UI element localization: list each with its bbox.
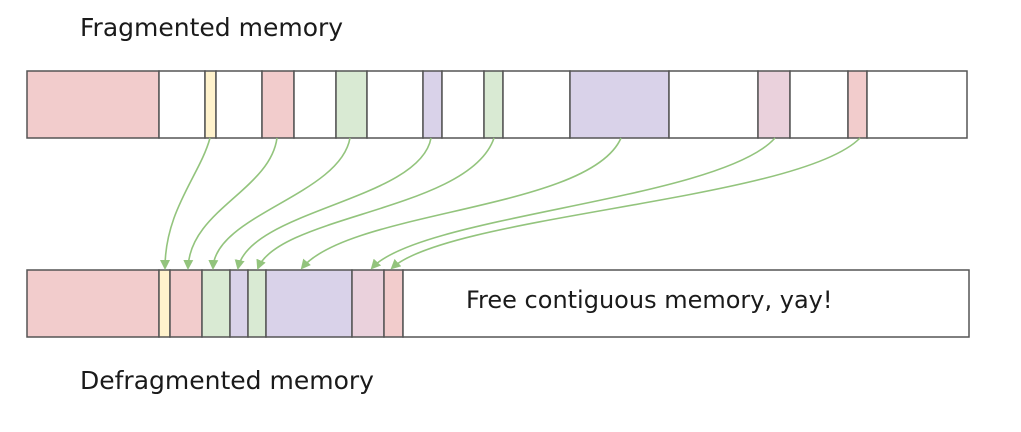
defragmented-memory-label: Defragmented memory bbox=[80, 366, 374, 395]
fragmented-memory-bar bbox=[26, 70, 968, 139]
fragmented-block-free bbox=[158, 70, 206, 139]
fragmented-block-red bbox=[847, 70, 868, 139]
fragmented-block-free bbox=[789, 70, 849, 139]
fragmented-block-yellow bbox=[204, 70, 217, 139]
fragmented-memory-label: Fragmented memory bbox=[80, 13, 344, 42]
relocation-arrow bbox=[390, 137, 861, 270]
defragmented-block-green bbox=[247, 269, 267, 338]
relocation-arrow bbox=[300, 137, 622, 270]
relocation-arrow bbox=[234, 137, 432, 270]
fragmented-block-free bbox=[293, 70, 337, 139]
fragmented-block-pink bbox=[757, 70, 791, 139]
defragmented-block-red bbox=[26, 269, 160, 338]
fragmented-block-purple bbox=[569, 70, 670, 139]
defragmented-block-pink bbox=[351, 269, 385, 338]
free-contiguous-memory-label: Free contiguous memory, yay! bbox=[466, 286, 833, 314]
defragmented-memory-bar bbox=[26, 269, 970, 338]
fragmented-block-red bbox=[261, 70, 295, 139]
relocation-arrows bbox=[160, 137, 861, 270]
fragmented-block-green bbox=[483, 70, 504, 139]
defragmented-block-red bbox=[169, 269, 203, 338]
defragmented-block-purple bbox=[265, 269, 353, 338]
fragmented-block-purple bbox=[422, 70, 443, 139]
fragmented-block-red bbox=[26, 70, 160, 139]
fragmented-block-free bbox=[502, 70, 571, 139]
relocation-arrow bbox=[208, 137, 351, 270]
fragmented-block-free bbox=[215, 70, 263, 139]
relocation-arrow bbox=[183, 137, 278, 270]
fragmented-block-free bbox=[866, 70, 968, 139]
defragmented-block-red bbox=[383, 269, 404, 338]
fragmented-block-free bbox=[668, 70, 759, 139]
defragmented-block-yellow bbox=[158, 269, 171, 338]
fragmented-block-free bbox=[441, 70, 485, 139]
defragmented-block-purple bbox=[229, 269, 249, 338]
relocation-arrow bbox=[370, 137, 776, 270]
fragmented-block-free bbox=[366, 70, 424, 139]
defragmented-block-green bbox=[201, 269, 231, 338]
fragmented-block-green bbox=[335, 70, 368, 139]
relocation-arrow bbox=[256, 137, 495, 270]
relocation-arrow bbox=[160, 137, 211, 270]
defragmented-block-free bbox=[402, 269, 970, 338]
